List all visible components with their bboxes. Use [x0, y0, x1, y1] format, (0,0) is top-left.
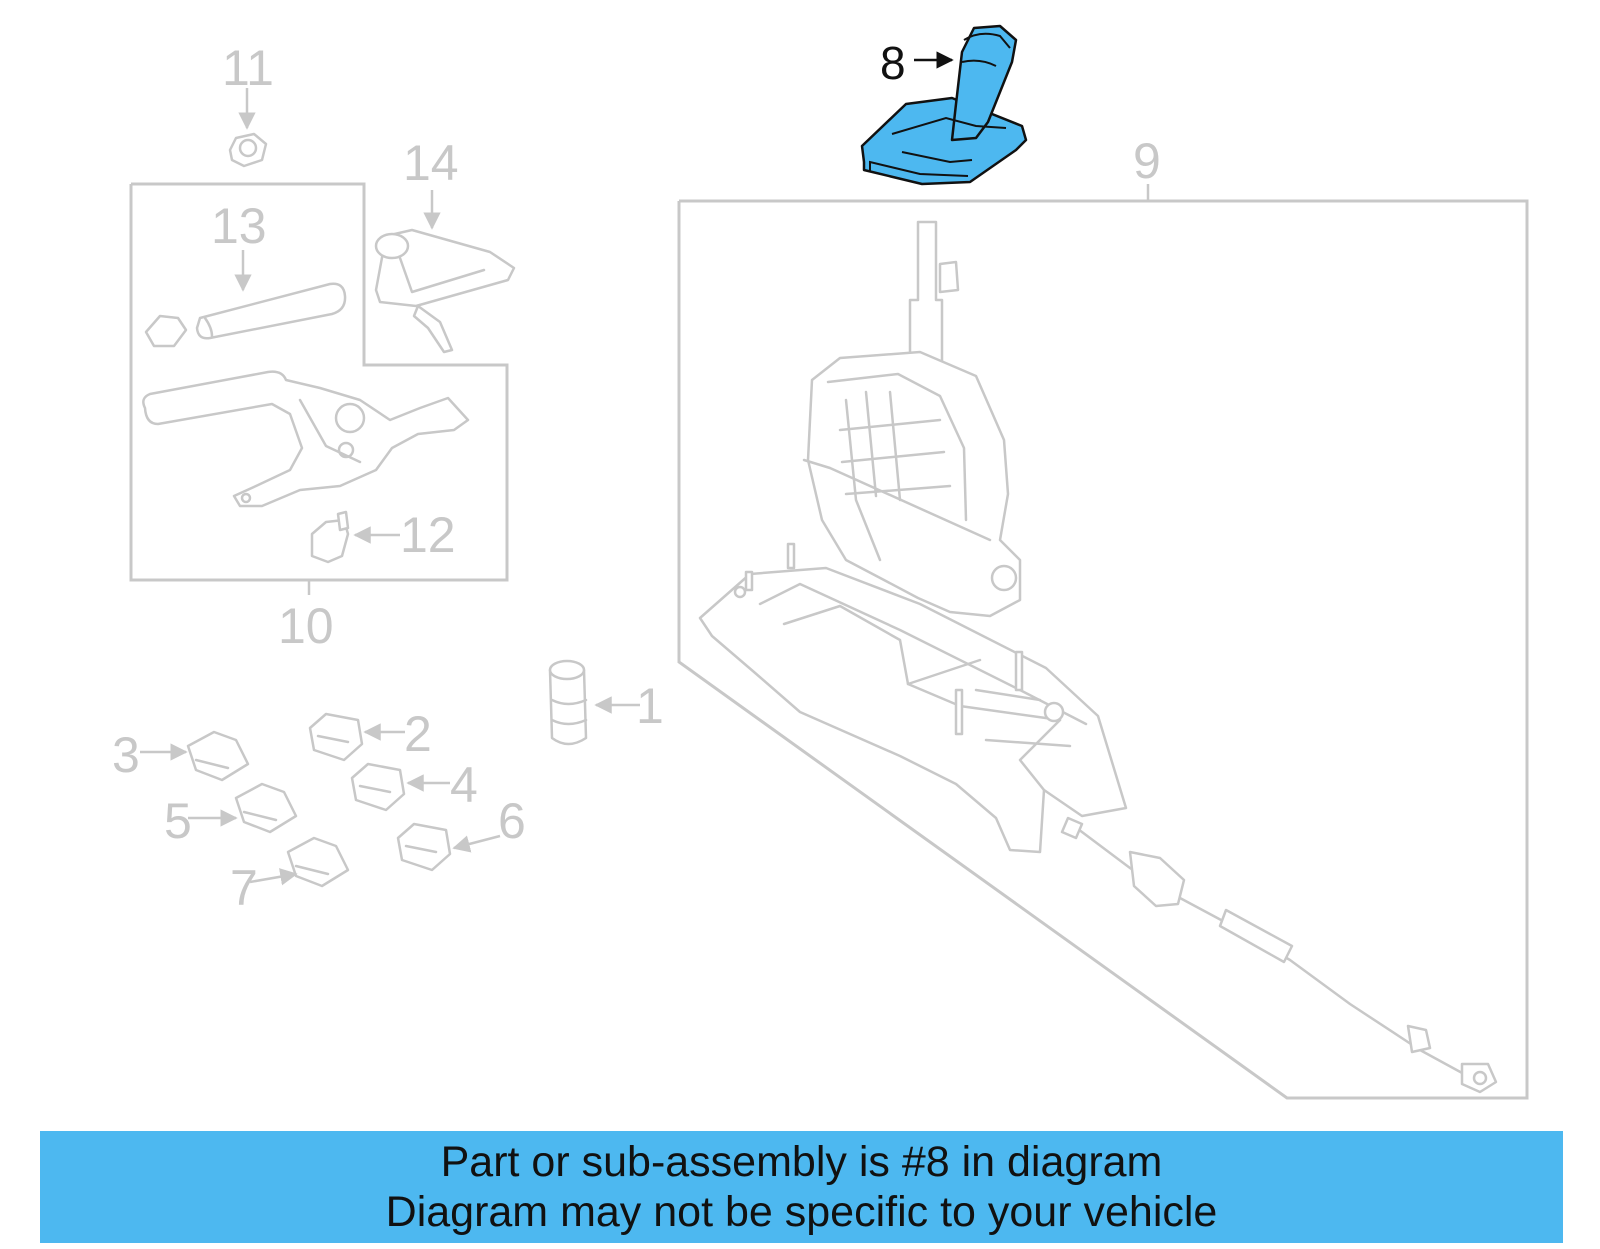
- parking-brake-lever[interactable]: [142, 370, 470, 508]
- callout-1[interactable]: 1: [636, 678, 664, 734]
- part-13-handle-grip[interactable]: [144, 282, 347, 348]
- leader-7: [249, 868, 298, 886]
- part-12-switch[interactable]: [310, 510, 350, 564]
- part-14-boot[interactable]: [374, 228, 516, 354]
- callout-10[interactable]: 10: [278, 598, 334, 654]
- part-6-switch[interactable]: [396, 822, 452, 872]
- callout-5[interactable]: 5: [164, 793, 192, 849]
- callout-8[interactable]: 8: [880, 37, 906, 89]
- part-1-shift-lock[interactable]: [548, 659, 588, 746]
- callout-11[interactable]: 11: [222, 40, 274, 96]
- callout-9[interactable]: 9: [1133, 133, 1161, 189]
- part-5-switch[interactable]: [234, 782, 298, 834]
- info-banner: Part or sub-assembly is #8 in diagram Di…: [40, 1131, 1563, 1243]
- part-11-nut[interactable]: [228, 132, 268, 168]
- callout-6[interactable]: 6: [498, 793, 526, 849]
- shifter-mechanism[interactable]: [698, 220, 1498, 1094]
- part-4-switch[interactable]: [350, 762, 406, 812]
- callout-2[interactable]: 2: [404, 706, 432, 762]
- part-2-switch[interactable]: [308, 712, 364, 762]
- part-3-switch[interactable]: [186, 730, 250, 782]
- callout-4[interactable]: 4: [450, 757, 478, 813]
- callout-13[interactable]: 13: [211, 198, 267, 254]
- part-7-switch[interactable]: [286, 836, 350, 888]
- callout-12[interactable]: 12: [400, 507, 456, 563]
- callout-3[interactable]: 3: [112, 727, 140, 783]
- group-frame-10: [129, 182, 509, 582]
- leader-6: [452, 834, 501, 853]
- group-frame-9: [677, 199, 1529, 1100]
- callout-14[interactable]: 14: [403, 135, 459, 191]
- callout-7[interactable]: 7: [230, 860, 258, 916]
- banner-line-1: Part or sub-assembly is #8 in diagram: [440, 1138, 1163, 1186]
- part-8-shift-boot-highlighted[interactable]: [860, 24, 1028, 186]
- banner-line-2: Diagram may not be specific to your vehi…: [385, 1188, 1218, 1236]
